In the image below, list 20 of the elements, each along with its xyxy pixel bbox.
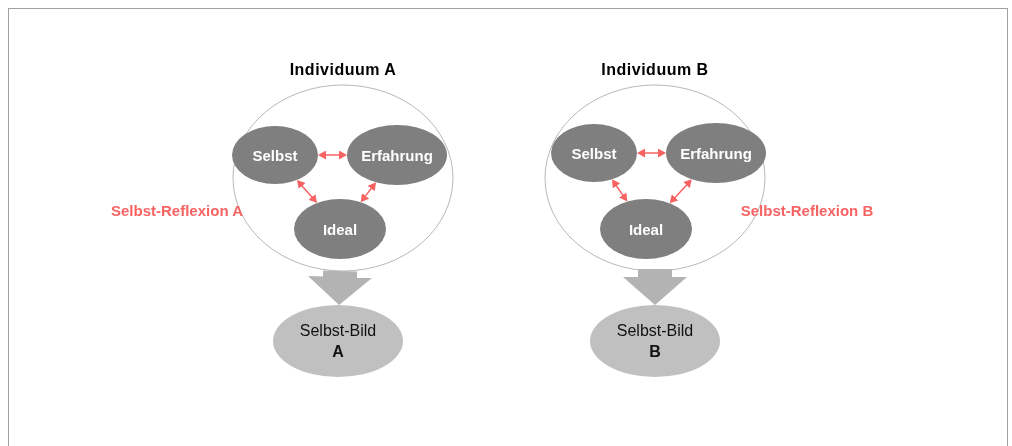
node-label: Erfahrung — [680, 144, 752, 162]
heading: Individuum A — [289, 61, 397, 79]
double-arrow — [318, 150, 347, 160]
node-label: Erfahrung — [361, 146, 433, 164]
node-label: Ideal — [628, 220, 664, 238]
node-label: Selbst — [252, 146, 298, 164]
double-arrow — [360, 182, 376, 203]
double-arrow — [612, 179, 628, 202]
node-label: Ideal — [322, 220, 358, 238]
node-label: Selbst — [571, 144, 617, 162]
reflection-label: Selbst-Reflexion A — [111, 201, 243, 219]
double-arrow — [637, 148, 666, 158]
double-arrow — [669, 179, 692, 204]
double-arrow — [296, 179, 318, 203]
block-arrow — [308, 270, 372, 305]
node-label: Selbst-Bild B — [615, 321, 695, 362]
heading: Individuum B — [601, 61, 709, 79]
reflection-label: Selbst-Reflexion B — [740, 201, 874, 219]
node-label: Selbst-Bild A — [298, 321, 378, 362]
block-arrow — [623, 269, 687, 305]
